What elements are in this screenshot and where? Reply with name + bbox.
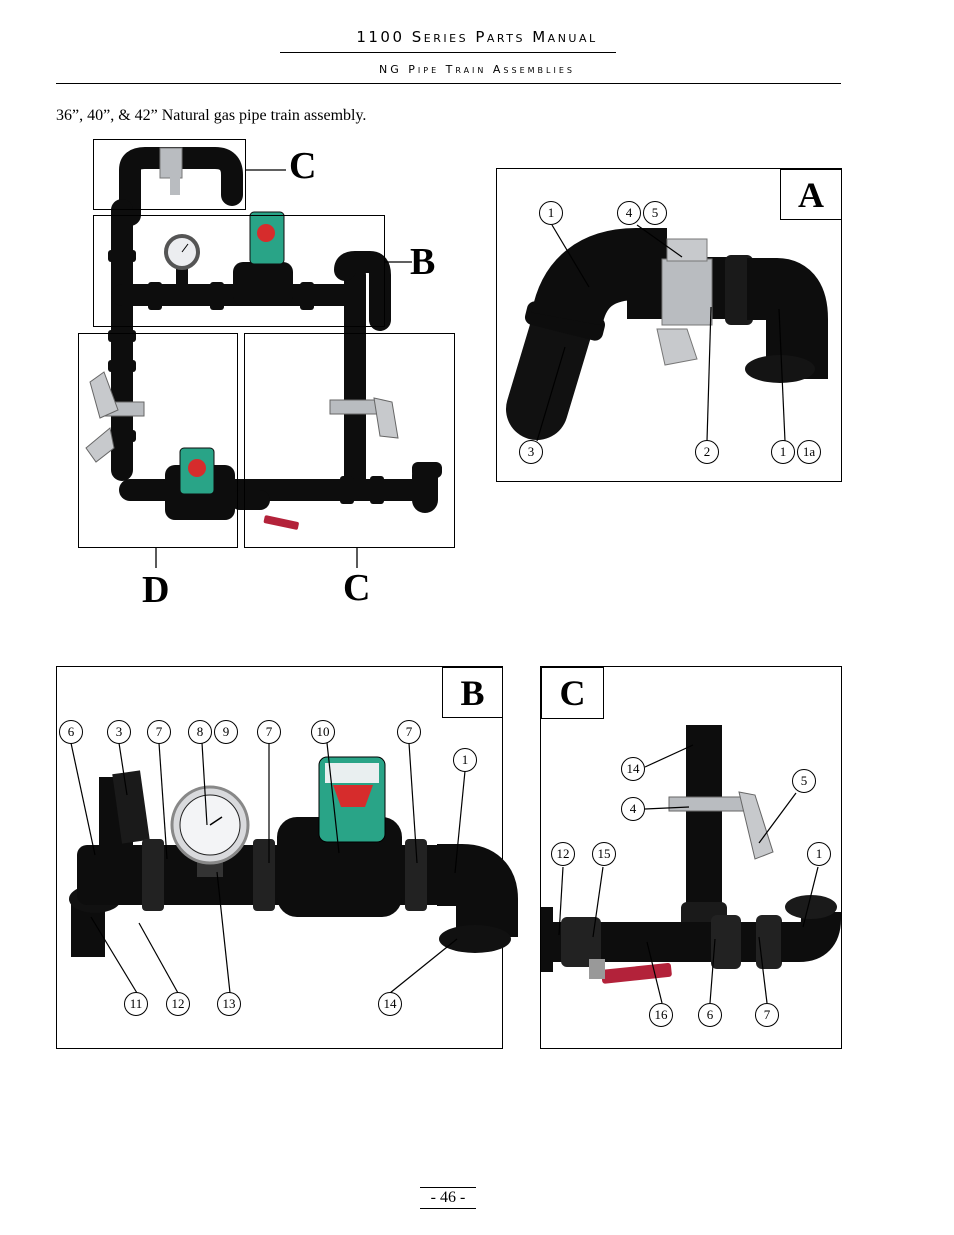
callout-b-11: 11 xyxy=(124,992,148,1016)
callout-b-14: 14 xyxy=(378,992,402,1016)
callout-c-15: 15 xyxy=(592,842,616,866)
callout-c-5: 5 xyxy=(792,769,816,793)
callout-b-6: 6 xyxy=(59,720,83,744)
callout-b-9: 9 xyxy=(214,720,238,744)
detail-c-photo xyxy=(541,725,841,1004)
callout-a-2: 2 xyxy=(695,440,719,464)
overview-frame-c-top xyxy=(93,139,246,210)
callout-c-4: 4 xyxy=(621,797,645,821)
callout-c-16: 16 xyxy=(649,1003,673,1027)
callout-a-1-lower: 1 xyxy=(771,440,795,464)
callout-c-14: 14 xyxy=(621,757,645,781)
callout-c-7: 7 xyxy=(755,1003,779,1027)
detail-b-letter: B xyxy=(460,672,485,713)
callout-c-12: 12 xyxy=(551,842,575,866)
page-number: - 46 - xyxy=(420,1187,476,1209)
callout-a-3: 3 xyxy=(519,440,543,464)
callout-c-1: 1 xyxy=(807,842,831,866)
callout-b-3: 3 xyxy=(107,720,131,744)
overview-frame-b xyxy=(93,215,385,327)
callout-a-1a: 1a xyxy=(797,440,821,464)
detail-b-frame: B 6 3 7 8 9 7 10 7 1 11 12 13 14 xyxy=(56,666,518,1049)
callout-b-7a: 7 xyxy=(147,720,171,744)
detail-c-letter-box: C xyxy=(541,667,604,719)
overview-frame-d xyxy=(78,333,238,548)
detail-a-letter-box: A xyxy=(780,169,842,220)
callout-b-7b: 7 xyxy=(257,720,281,744)
callout-b-1: 1 xyxy=(453,748,477,772)
overview-label-c-top: C xyxy=(289,145,317,187)
overview-label-c-bottom: C xyxy=(343,567,371,609)
overview-label-b: B xyxy=(410,241,436,283)
manual-title: 1100 Series Parts Manual xyxy=(356,28,598,46)
detail-c-letter: C xyxy=(559,673,586,713)
callout-b-13: 13 xyxy=(217,992,241,1016)
detail-b-letter-box: B xyxy=(442,667,503,718)
callout-b-8: 8 xyxy=(188,720,212,744)
figure-caption: 36”, 40”, & 42” Natural gas pipe train a… xyxy=(56,107,367,124)
callout-a-4: 4 xyxy=(617,201,641,225)
detail-c-frame: C 14 5 4 12 15 1 16 6 7 xyxy=(540,666,842,1049)
detail-b-photo xyxy=(69,742,518,994)
title-underline xyxy=(280,52,616,53)
header-rule xyxy=(56,83,841,84)
callout-b-7c: 7 xyxy=(397,720,421,744)
callout-c-6: 6 xyxy=(698,1003,722,1027)
callout-a-5: 5 xyxy=(643,201,667,225)
callout-a-1: 1 xyxy=(539,201,563,225)
detail-a-letter: A xyxy=(798,174,824,215)
detail-a-photo xyxy=(506,224,828,442)
overview-label-d: D xyxy=(142,569,170,611)
callout-b-10: 10 xyxy=(311,720,335,744)
overview-frame-c-bottom xyxy=(244,333,455,548)
detail-a-frame: A 1 4 5 3 2 1 1a xyxy=(496,168,842,482)
section-subtitle: NG Pipe Train Assemblies xyxy=(379,63,575,76)
callout-b-12: 12 xyxy=(166,992,190,1016)
